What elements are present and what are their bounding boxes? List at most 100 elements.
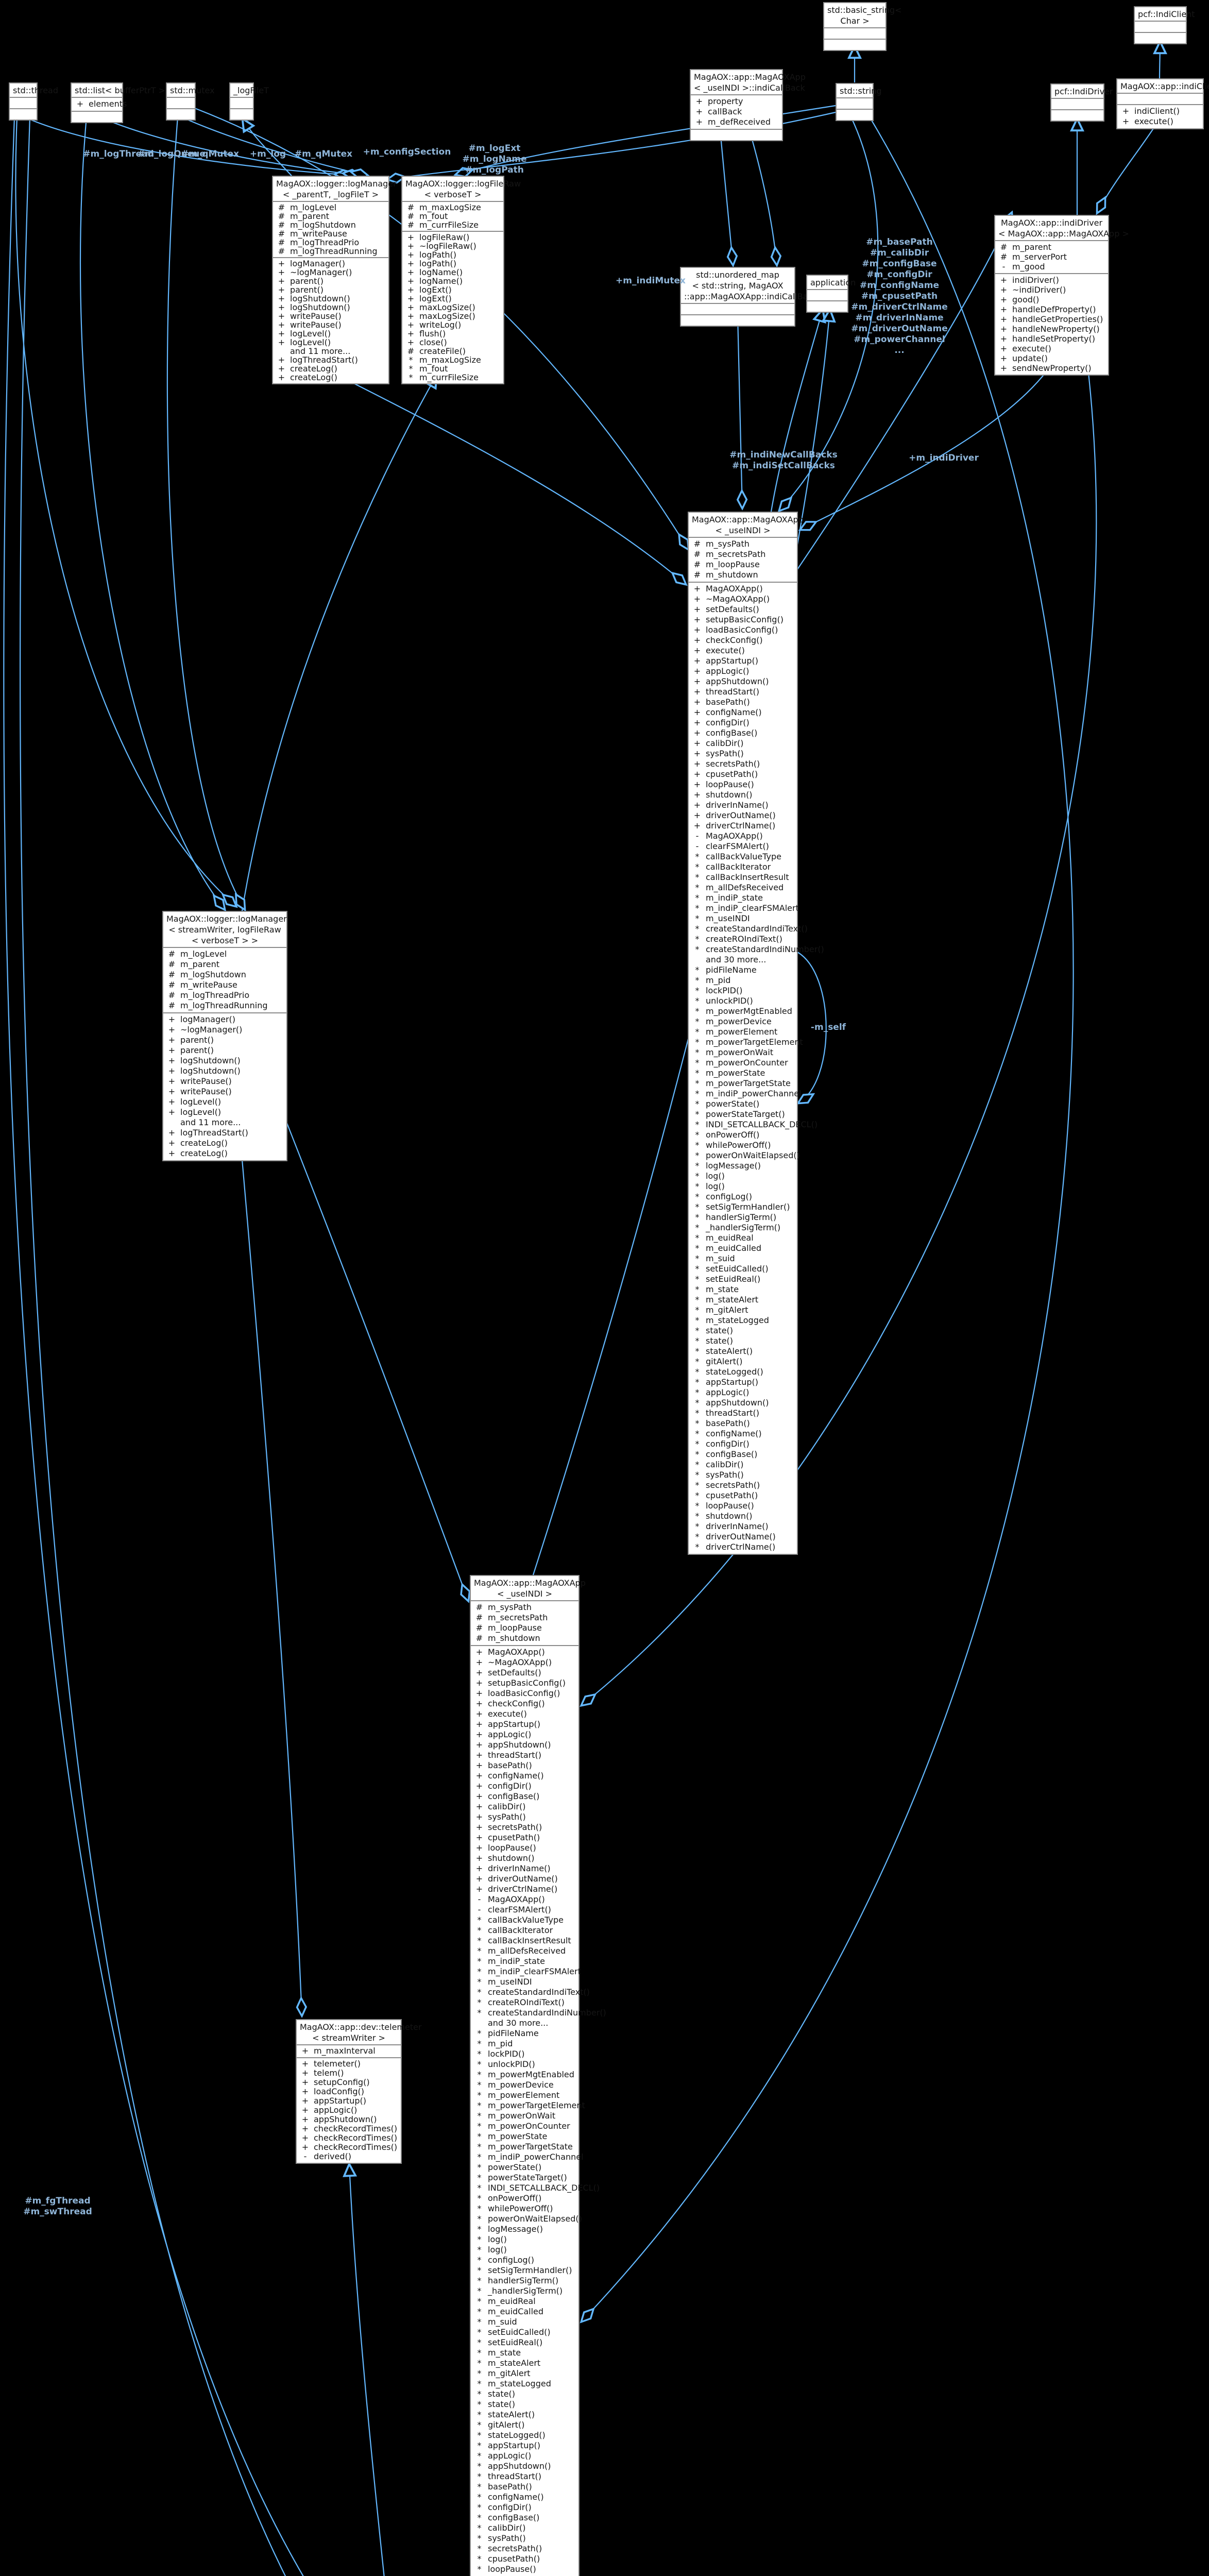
member-name: m_powerMgtEnabled [706, 1006, 792, 1016]
member-row: +~logManager() [273, 268, 388, 277]
member-row: +appStartup() [297, 2096, 401, 2106]
member-row: *createStandardIndiNumber() [471, 2008, 606, 2018]
member-row: *m_euidCalled [471, 2307, 578, 2317]
visibility-glyph: + [278, 267, 285, 277]
member-row: +logName() [402, 277, 503, 285]
visibility-glyph: + [1000, 314, 1008, 324]
member-row: +checkRecordTimes() [297, 2133, 401, 2143]
member-name: m_currFileSize [419, 372, 479, 382]
member-row: *state() [471, 2389, 578, 2399]
class-node-indidriver-inst[interactable]: MagAOX::app::indiDriver< MagAOX::app::Ma… [994, 215, 1129, 376]
inheritance-edge [243, 119, 292, 176]
visibility-glyph: * [477, 2471, 482, 2481]
member-row: *stateLogged() [471, 2430, 578, 2441]
edge-label: #m_logExt#m_logName#m_logPath [462, 143, 527, 175]
class-node-std-list-bufferptr[interactable]: std::list< bufferPtrT >+elements [71, 82, 165, 123]
visibility-glyph: * [408, 372, 413, 382]
attributes-section [1117, 93, 1203, 104]
visibility-glyph: + [1000, 275, 1008, 285]
member-name: configBase() [488, 1791, 540, 1801]
class-node-unordered-map[interactable]: std::unordered_map< std::string, MagAOX:… [680, 267, 827, 327]
member-name: callBackValueType [706, 852, 782, 861]
edge-label: #m_qMutex [181, 149, 240, 159]
member-name: m_powerTargetState [706, 1078, 791, 1088]
member-row: *m_powerState [689, 1068, 797, 1078]
visibility-glyph: * [695, 1058, 700, 1067]
methods-section: +indiDriver()+~indiDriver()+good()+handl… [995, 273, 1108, 375]
visibility-glyph: + [475, 1760, 483, 1770]
class-node-magaox-indiclient[interactable]: MagAOX::app::indiClient+indiClient()+exe… [1116, 78, 1209, 129]
visibility-glyph: * [477, 2461, 482, 2471]
methods-section: +logManager()+~logManager()+parent()+par… [273, 257, 388, 383]
member-row: +shutdown() [689, 790, 797, 800]
class-title: pcf::IndiClient [1138, 9, 1195, 19]
member-name: m_stateLogged [706, 1315, 769, 1325]
member-row: +checkConfig() [471, 1699, 578, 1709]
class-title: MagAOX::app::indiClient [1120, 81, 1209, 91]
member-row: *sysPath() [689, 1470, 797, 1480]
member-row: *onPowerOff() [471, 2193, 578, 2204]
class-node-logmanager-template[interactable]: MagAOX::logger::logManager< _parentT, _l… [272, 176, 397, 384]
visibility-glyph: * [695, 1490, 700, 1500]
member-row: #m_logThreadRunning [273, 247, 388, 256]
member-row: *callBackIterator [471, 1925, 578, 1936]
visibility-glyph: + [301, 2087, 309, 2096]
member-name: m_powerElement [706, 1027, 778, 1037]
class-node-std-mutex[interactable]: std::mutex [166, 82, 215, 121]
class-node-logmanager-inst[interactable]: MagAOX::logger::logManager< streamWriter… [162, 911, 287, 1161]
visibility-glyph: + [693, 707, 701, 717]
attributes-section: +property+callBack+m_defReceived [691, 94, 782, 129]
member-name: basePath() [706, 1418, 750, 1428]
visibility-glyph: # [1000, 252, 1008, 262]
class-node-indicallback[interactable]: MagAOX::app::MagAOXApp< _useINDI >::indi… [690, 69, 806, 141]
member-name: appLogic() [488, 1730, 532, 1739]
member-name: sysPath() [706, 749, 744, 758]
member-name: logShutdown() [290, 294, 350, 303]
member-row: *logMessage() [471, 2224, 578, 2234]
visibility-glyph: + [76, 99, 84, 109]
visibility-glyph: + [407, 311, 415, 321]
member-name: driverCtrlName() [706, 1542, 776, 1552]
attributes-section [807, 289, 847, 300]
class-node-magaoxapp-2[interactable]: MagAOX::app::MagAOXApp< _useINDI >#m_sys… [470, 1575, 606, 2576]
member-row: +setupConfig() [297, 2078, 401, 2087]
class-node-magaoxapp-1[interactable]: MagAOX::app::MagAOXApp< _useINDI >#m_sys… [688, 512, 824, 1555]
visibility-glyph: * [695, 862, 700, 872]
class-node-logfilet[interactable]: _logFileT [229, 82, 269, 121]
class-node-std-basic-string[interactable]: std::basic_string<Char > [823, 2, 901, 51]
class-node-pcf-indidriver[interactable]: pcf::IndiDriver [1050, 83, 1113, 122]
visibility-glyph: * [477, 2430, 482, 2440]
class-node-pcf-indiclient[interactable]: pcf::IndiClient [1134, 6, 1195, 44]
member-row: *createROIndiText() [689, 934, 797, 944]
member-row: *stateAlert() [471, 2410, 578, 2420]
class-node-std-string[interactable]: std::string [836, 83, 881, 121]
visibility-glyph: + [407, 232, 415, 242]
member-row: -MagAOXApp() [471, 1894, 578, 1905]
member-row: #m_serverPort [995, 252, 1108, 262]
visibility-glyph: + [475, 1812, 483, 1822]
member-name: appShutdown() [706, 676, 769, 686]
visibility-glyph: * [477, 2523, 482, 2533]
class-node-std-thread[interactable]: std::thread [9, 82, 58, 121]
member-name: pidFileName [706, 965, 757, 975]
visibility-glyph: - [1002, 262, 1006, 272]
visibility-glyph: * [477, 2337, 482, 2347]
edge-label: #m_basePath#m_calibDir#m_configBase#m_co… [851, 237, 948, 355]
member-name: shutdown() [706, 1511, 753, 1521]
member-name: m_maxInterval [314, 2046, 376, 2056]
class-node-logfileraw[interactable]: MagAOX::logger::logFileRaw< verboseT >#m… [401, 176, 521, 384]
visibility-glyph: * [477, 1936, 482, 1945]
member-name: configDir() [706, 1439, 750, 1449]
visibility-glyph: + [1122, 116, 1130, 126]
visibility-glyph: * [477, 2080, 482, 2090]
member-name: powerOnWaitElapsed() [706, 1150, 800, 1160]
member-row: #m_currFileSize [402, 221, 503, 229]
visibility-glyph: # [407, 220, 415, 230]
class-node-telemeter[interactable]: MagAOX::app::dev::telemeter< streamWrite… [296, 2019, 422, 2164]
member-name: secretsPath() [706, 1480, 760, 1490]
member-row: +parent() [273, 277, 388, 285]
member-row: +appStartup() [471, 1719, 578, 1730]
class-node-application[interactable]: application [806, 275, 856, 313]
member-row: +threadStart() [689, 687, 797, 697]
member-name: derived() [314, 2151, 351, 2161]
